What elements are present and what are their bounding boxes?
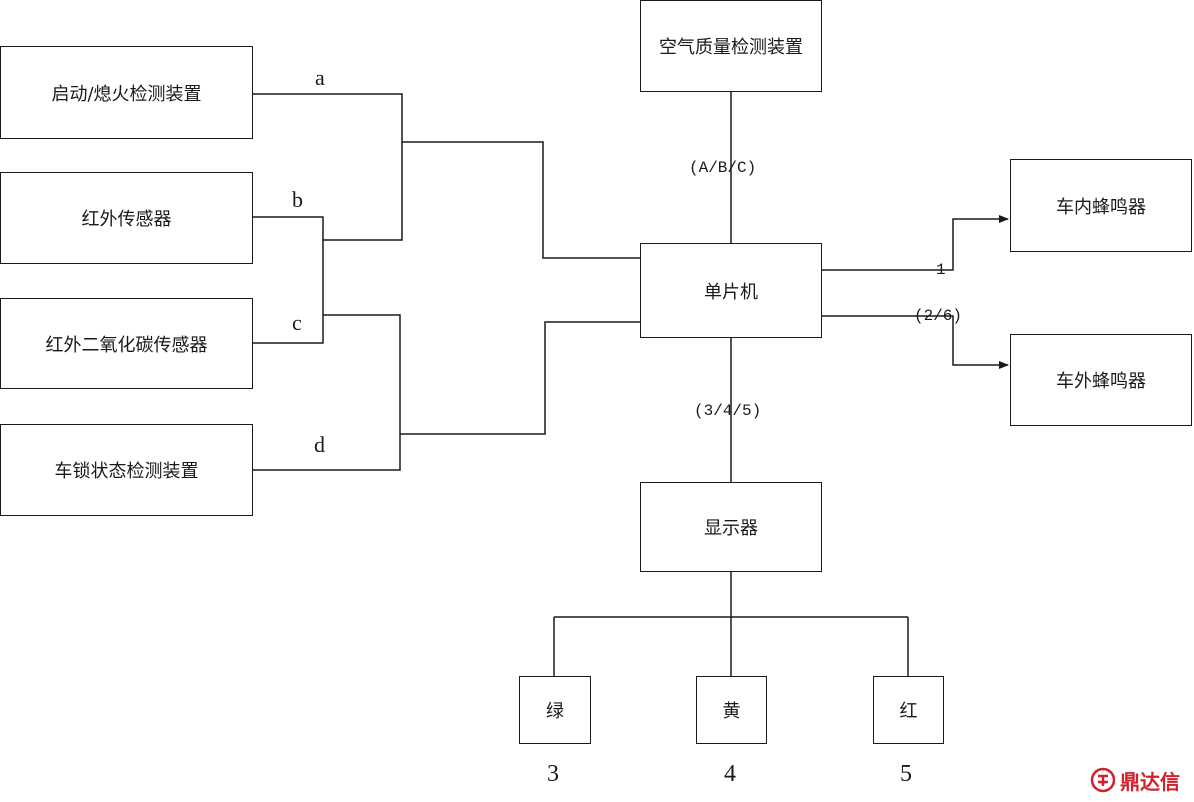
outer-buzzer: 车外蜂鸣器 [1010,334,1192,426]
watermark-text: 鼎达信 [1120,769,1180,794]
microcontroller: 单片机 [640,243,822,338]
wire-inner-buzzer [822,215,1009,271]
wire-ab-mcu [402,141,640,259]
label-5: 5 [900,761,912,787]
label-3: 3 [547,761,559,787]
label-3-4-5: (3/4/5) [694,402,762,420]
start-stop-detector: 启动/熄火检测装置 [0,46,253,139]
label-abc: (A/B/C) [689,159,757,177]
label-a: a [315,65,325,90]
air-quality-detector: 空气质量检测装置 [640,0,822,92]
wire-c [253,314,401,471]
watermark-logo-icon [1090,767,1116,793]
red-light: 红 [873,676,944,744]
wire-outer-buzzer [822,315,1009,369]
wire-cd-mcu [400,321,640,435]
yellow-light: 黄 [696,676,767,744]
wire-a [253,93,403,241]
label-1: 1 [936,261,946,279]
label-4: 4 [724,761,736,787]
display: 显示器 [640,482,822,572]
green-light: 绿 [519,676,591,744]
label-c: c [292,310,302,335]
infrared-co2-sensor: 红外二氧化碳传感器 [0,298,253,389]
label-d: d [314,432,325,457]
label-b: b [292,187,303,212]
label-2-6: (2/6) [914,307,963,325]
watermark: 鼎达信 [1090,764,1190,796]
inner-buzzer: 车内蜂鸣器 [1010,159,1192,252]
infrared-sensor: 红外传感器 [0,172,253,264]
wire-b [253,216,324,344]
car-lock-detector: 车锁状态检测装置 [0,424,253,516]
